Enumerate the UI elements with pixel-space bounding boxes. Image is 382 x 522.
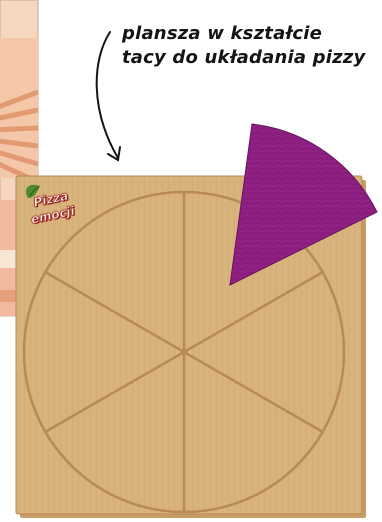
caption-line-2: tacy do układania pizzy (122, 46, 372, 70)
pointer-arrow (97, 32, 120, 160)
caption-line-1: plansza w kształcie (122, 22, 372, 46)
caption: plansza w kształcie tacy do układania pi… (122, 22, 372, 70)
